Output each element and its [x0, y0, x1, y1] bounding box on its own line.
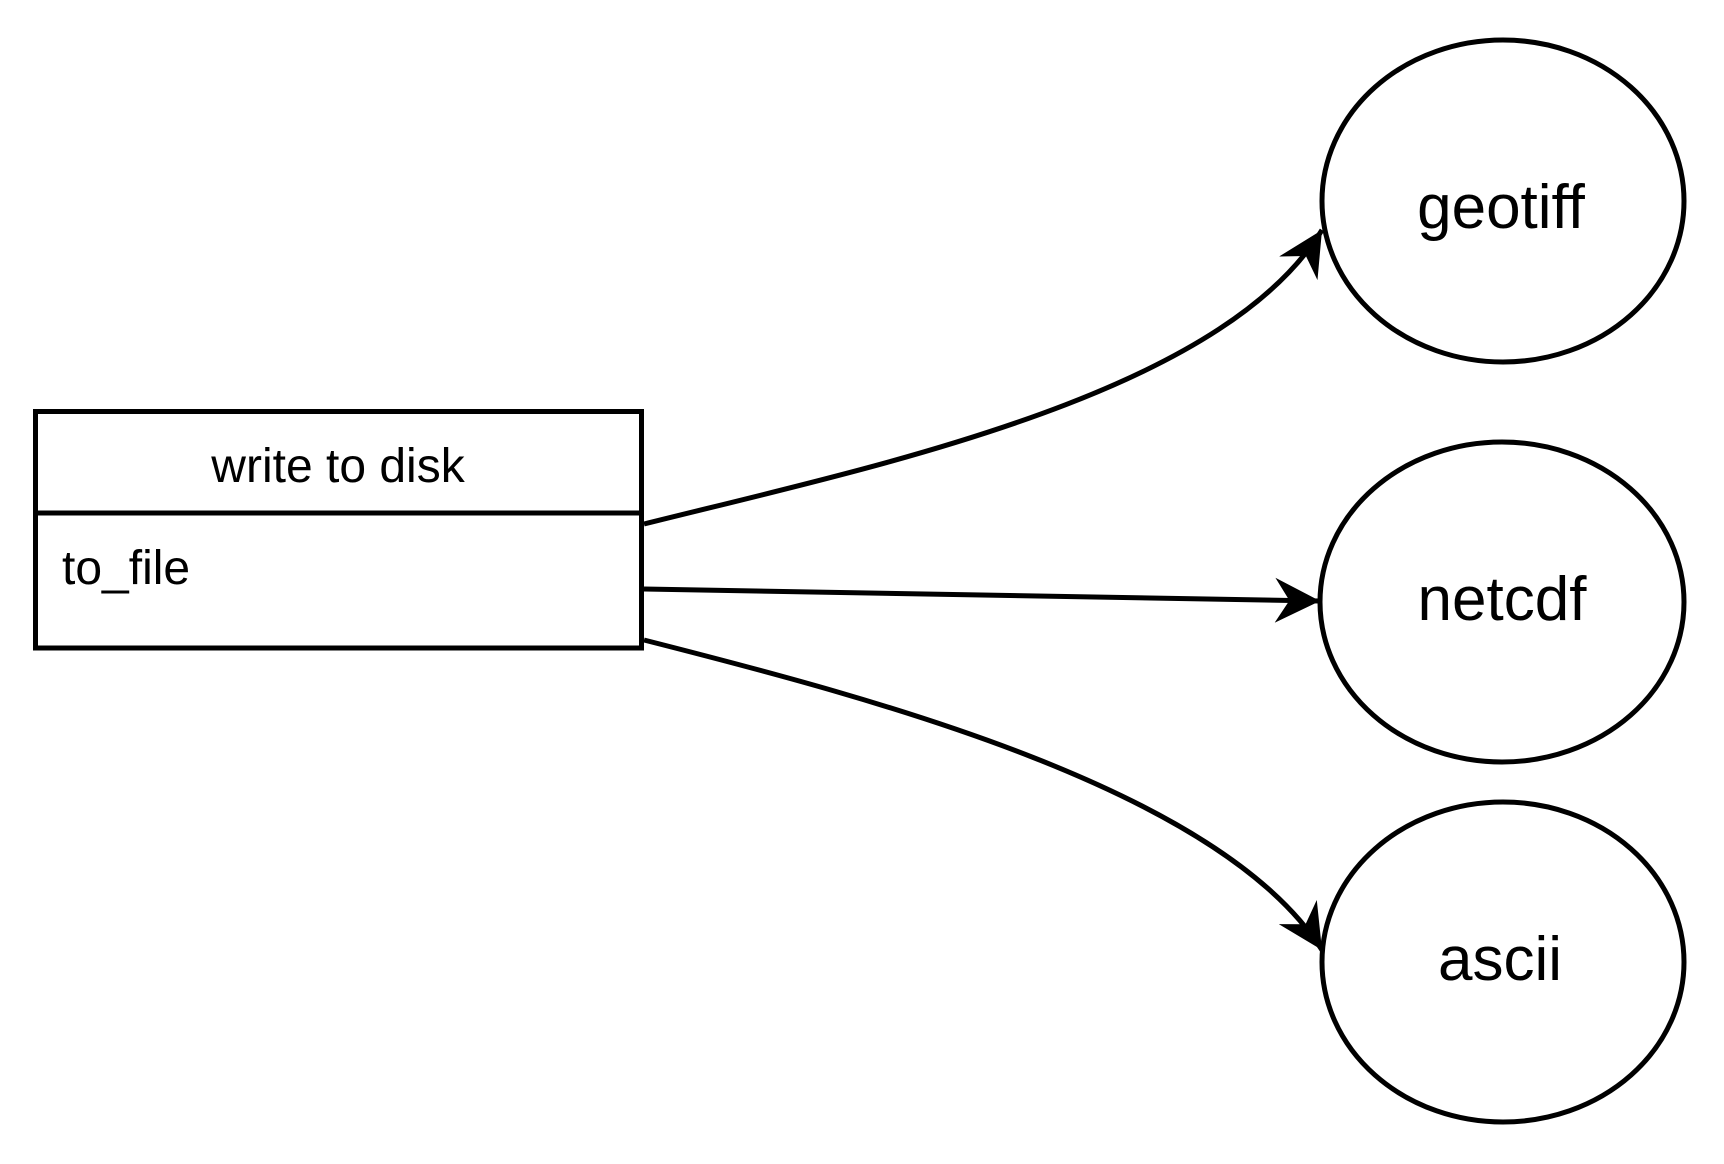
ascii-ellipse [1319, 799, 1687, 1125]
record-node-title: write to disk [210, 440, 465, 493]
write-to-disk-node: write to disk to_file [33, 409, 644, 651]
geotiff-ellipse [1319, 37, 1687, 365]
edges [643, 228, 1325, 952]
edge-to-file-netcdf [643, 577, 1321, 623]
record-node-border [33, 409, 644, 651]
geotiff-label: geotiff [1417, 173, 1586, 242]
output-node-geotiff: geotiff [1319, 37, 1687, 365]
ascii-label: ascii [1438, 925, 1562, 994]
edge-to-file-geotiff [643, 228, 1325, 527]
netcdf-ellipse [1317, 439, 1687, 765]
output-node-netcdf: netcdf [1317, 439, 1687, 765]
record-node-method: to_file [62, 542, 190, 595]
output-node-ascii: ascii [1319, 799, 1687, 1125]
edge-to-file-ascii [643, 637, 1325, 952]
netcdf-label: netcdf [1418, 565, 1588, 634]
